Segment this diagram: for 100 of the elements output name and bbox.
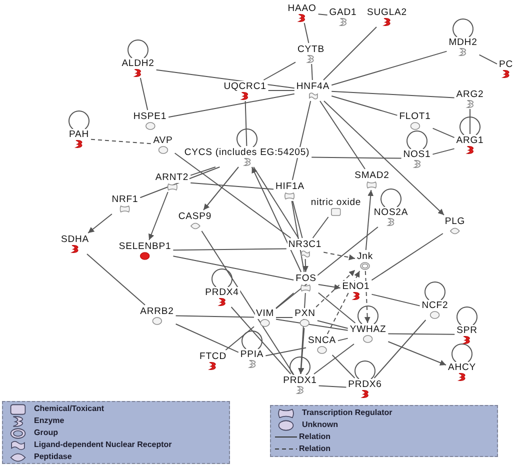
arrow xyxy=(318,284,341,290)
gene-label: SDHA xyxy=(60,234,90,245)
gene-label: PXN xyxy=(294,308,316,319)
arrow xyxy=(388,341,446,366)
gene-label: NR3C1 xyxy=(287,239,323,250)
connector-line xyxy=(314,344,354,374)
gene-label: SNCA xyxy=(307,335,337,346)
connector-line xyxy=(291,200,305,272)
arrow xyxy=(251,166,302,272)
connector-line xyxy=(140,166,220,198)
connector-line xyxy=(318,292,356,324)
legend-label: Peptidase xyxy=(34,452,72,462)
connector-line xyxy=(253,166,299,238)
gene-label: SMAD2 xyxy=(354,170,390,181)
connector-line xyxy=(268,90,295,91)
connector-line xyxy=(86,254,146,306)
gene-label: NCF2 xyxy=(420,300,450,311)
gene-label: Jnk xyxy=(356,251,374,262)
legend-label: Ligand-dependent Nuclear Receptor xyxy=(34,440,172,450)
arrow xyxy=(324,100,444,216)
arrow xyxy=(298,328,305,374)
connector-line xyxy=(323,26,377,80)
gene-label: CYTB xyxy=(296,44,326,55)
gene-label: PLG xyxy=(444,216,466,227)
gene-label: PRDX4 xyxy=(204,287,240,298)
gene-label: ARRB2 xyxy=(139,306,175,317)
connector-line xyxy=(316,320,348,329)
gene-label: FTCD xyxy=(198,351,228,362)
self-loop-arc xyxy=(212,268,232,288)
connector-line xyxy=(175,324,239,353)
connector-line xyxy=(432,128,455,138)
connector-line xyxy=(331,96,398,116)
self-loop-arc xyxy=(68,110,90,130)
gene-label: PRDX6 xyxy=(347,379,383,390)
gene-label: HNF4A xyxy=(295,81,331,92)
gene-label: HAAO xyxy=(286,3,318,14)
self-loop-arc xyxy=(424,282,446,300)
connector-line xyxy=(338,338,348,342)
self-loop-arc xyxy=(380,188,402,208)
arrow xyxy=(298,292,306,374)
connector-line xyxy=(311,64,313,80)
connector-line xyxy=(304,22,310,44)
gene-label: AVP xyxy=(152,135,174,146)
connector-line xyxy=(374,320,426,378)
connector-line xyxy=(263,62,296,80)
gene-label: FOS xyxy=(294,273,318,284)
connector-line xyxy=(432,148,455,155)
self-loop-arc xyxy=(290,356,310,376)
gene-label: nitric oxide xyxy=(310,197,362,208)
connector-line xyxy=(331,50,448,86)
gene-label: SELENBP1 xyxy=(118,241,172,252)
connector-line xyxy=(371,294,420,306)
connector-line xyxy=(332,354,356,378)
arrow xyxy=(302,258,309,272)
connector-line xyxy=(318,385,347,388)
connector-line xyxy=(276,292,294,309)
connector-line xyxy=(388,333,456,335)
connector-line xyxy=(230,306,292,374)
connector-line xyxy=(190,182,274,190)
gene-label: PC xyxy=(498,59,514,70)
self-loop-arc xyxy=(406,130,428,150)
self-loop-arc xyxy=(460,116,480,136)
connector-line xyxy=(318,14,328,16)
legend-label: Group xyxy=(34,428,58,438)
arrow xyxy=(365,190,374,250)
legend-label: Enzyme xyxy=(34,416,64,426)
gene-label: NOS2A xyxy=(372,207,410,218)
self-loop-arc xyxy=(128,40,148,58)
connector-line xyxy=(201,230,294,374)
legend-label: Unknown xyxy=(302,420,338,430)
connector-line xyxy=(276,226,378,310)
gene-label: AHCY xyxy=(447,362,477,373)
dashed-arrow xyxy=(323,252,356,260)
gene-label: ARG1 xyxy=(455,135,485,146)
gene-label: CYCS (includes EG:54205) xyxy=(183,147,311,158)
gene-label: HIF1A xyxy=(274,181,306,192)
connector-line xyxy=(292,100,312,180)
legend-label: Relation xyxy=(299,444,331,454)
gene-label: CASP9 xyxy=(177,211,213,222)
self-loop-arc xyxy=(452,344,472,362)
gene-label: VIM xyxy=(254,308,276,319)
dashed-arrow xyxy=(364,270,370,324)
self-loop-arc xyxy=(452,18,474,38)
connector-line xyxy=(175,315,254,318)
connector-line xyxy=(265,347,306,356)
arrow xyxy=(203,166,239,210)
arrow xyxy=(88,214,112,234)
connector-line xyxy=(371,233,444,281)
self-loop-arc xyxy=(354,360,376,380)
gene-label: ARNT2 xyxy=(154,172,190,183)
gene-label: SPR xyxy=(456,325,478,336)
connector-line xyxy=(190,166,216,176)
gene-label: GAD1 xyxy=(328,7,358,18)
gene-label: PPIA xyxy=(239,349,265,360)
legend-label: Relation xyxy=(299,432,331,442)
connector-line xyxy=(331,90,455,98)
dashed-arrow xyxy=(326,270,360,334)
gene-label: FLOT1 xyxy=(398,111,432,122)
connector-line xyxy=(478,54,498,64)
dashed-arrow xyxy=(316,270,356,308)
